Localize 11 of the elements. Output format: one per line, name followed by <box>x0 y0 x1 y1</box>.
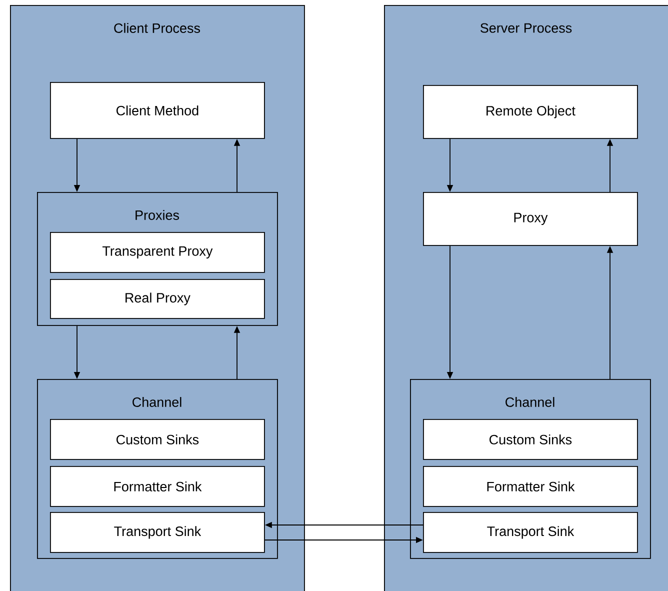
component-box: Client Method <box>50 82 265 139</box>
component-box: Remote Object <box>423 85 638 139</box>
component-box: Transport Sink <box>50 512 265 553</box>
component-box: Transparent Proxy <box>50 232 265 273</box>
component-box: Proxy <box>423 192 638 246</box>
component-box: Transport Sink <box>423 512 638 553</box>
component-box: Custom Sinks <box>423 419 638 460</box>
component-box: Formatter Sink <box>50 466 265 507</box>
component-box: Real Proxy <box>50 279 265 319</box>
component-box: Formatter Sink <box>423 466 638 507</box>
component-box: Custom Sinks <box>50 419 265 460</box>
